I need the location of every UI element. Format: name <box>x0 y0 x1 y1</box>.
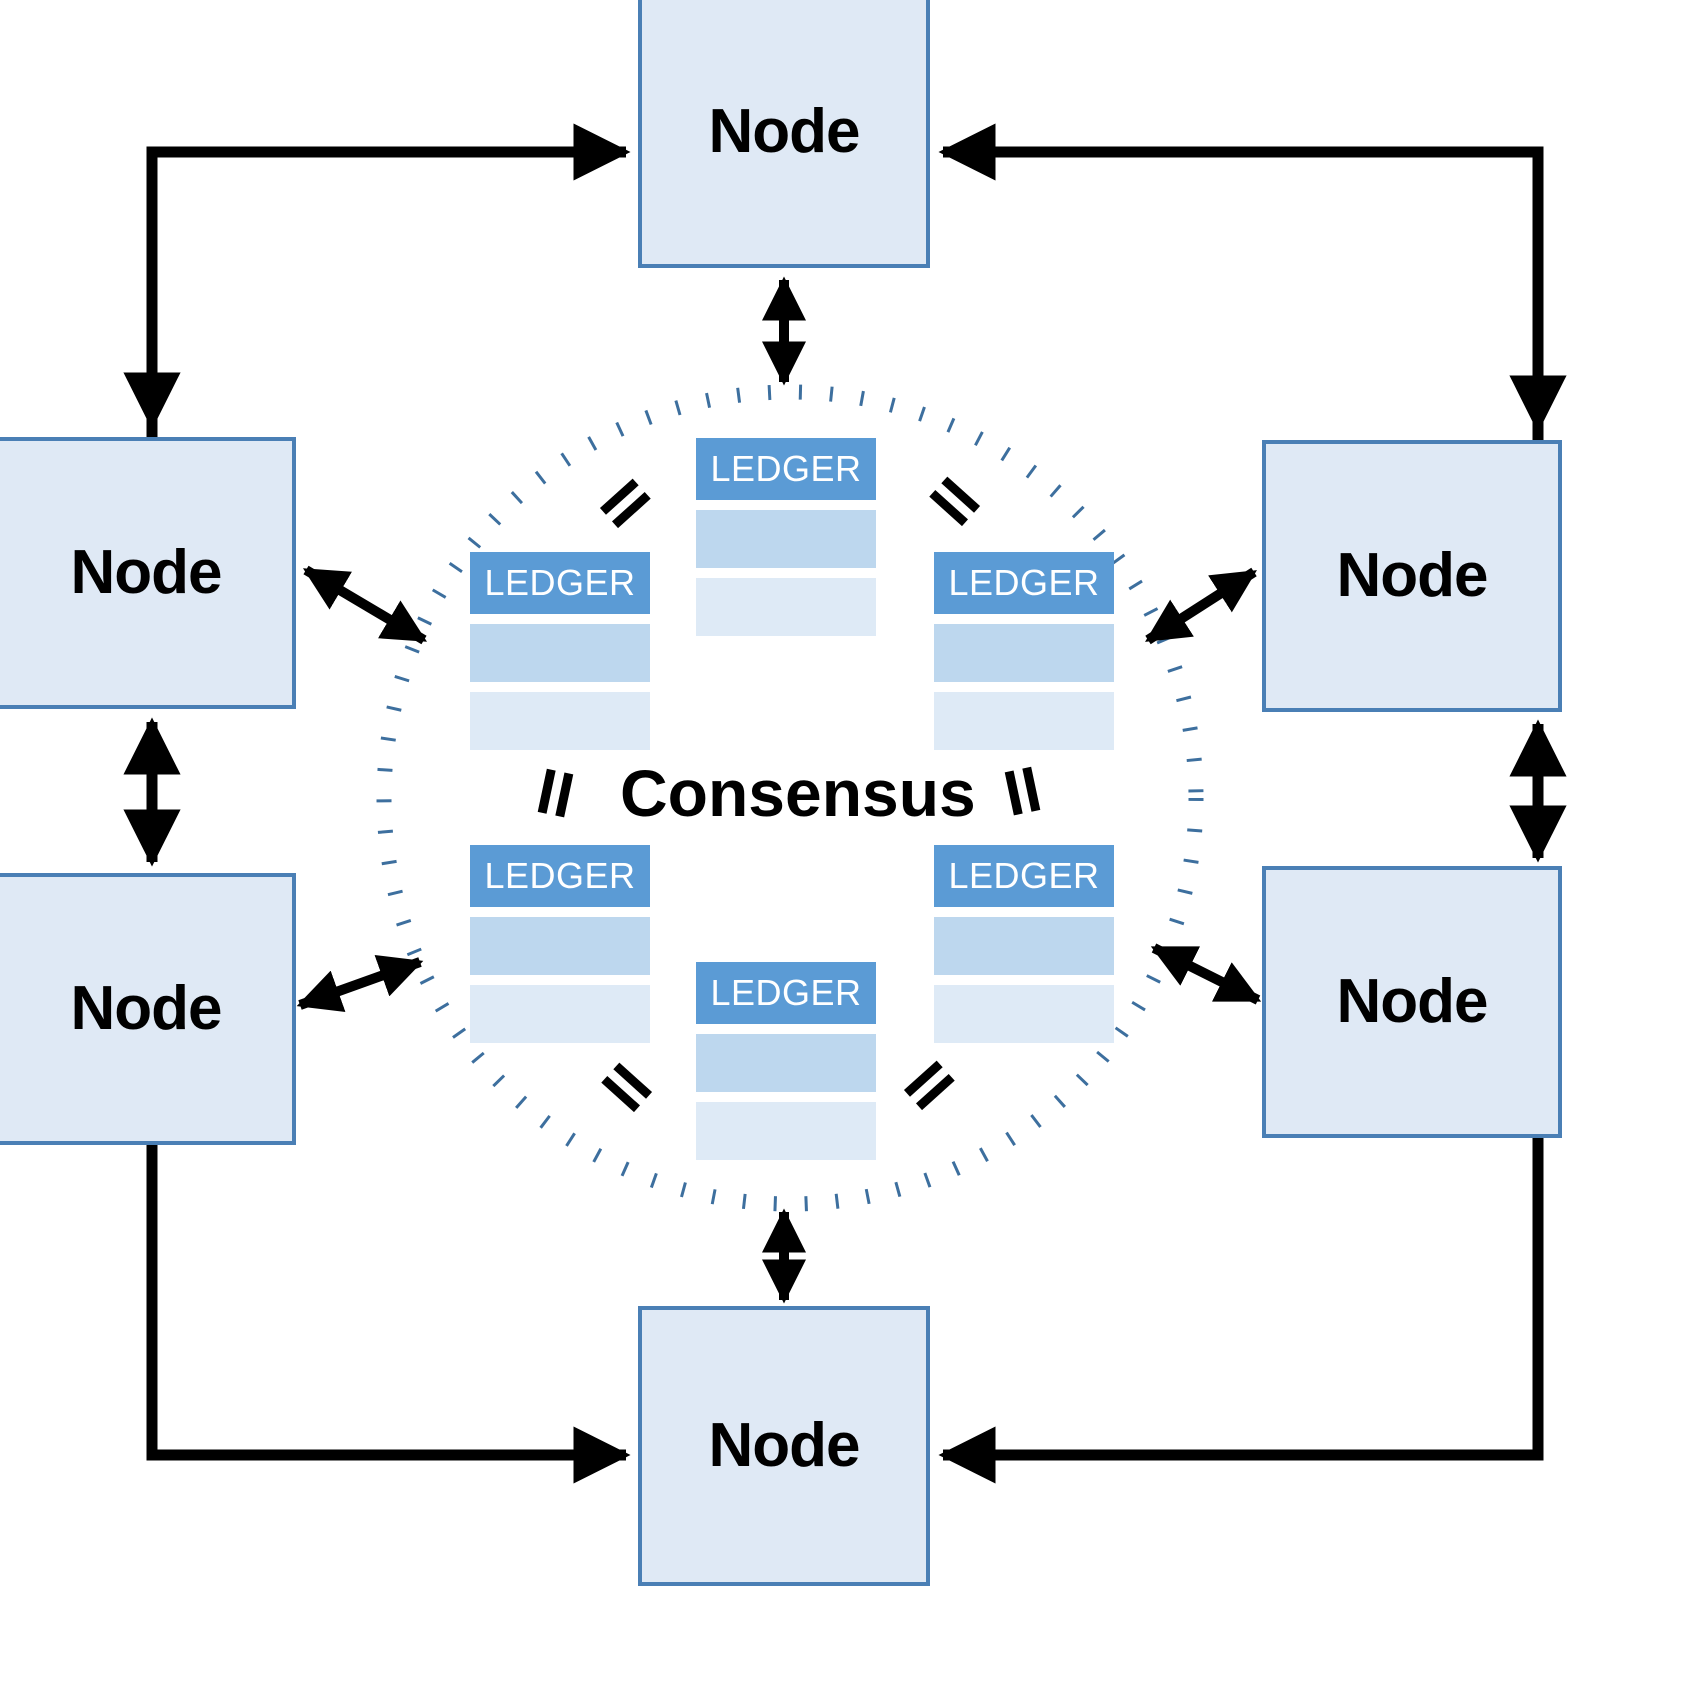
ledger-card-top[interactable]: LEDGER <box>696 438 876 636</box>
conn-right-upper-to-top <box>938 123 1567 440</box>
ledger-row <box>696 1034 876 1092</box>
ledger-header: LEDGER <box>696 962 876 1024</box>
node-top[interactable]: Node <box>638 0 930 268</box>
node-right-lower[interactable]: Node <box>1262 866 1562 1138</box>
conn-right-upper-consensus <box>1145 567 1257 645</box>
node-left-lower[interactable]: Node <box>0 873 296 1145</box>
equals-icon-mid-right <box>1003 766 1043 816</box>
conn-right-lower-to-bottom <box>938 1138 1544 1484</box>
node-left-upper[interactable]: Node <box>0 437 296 709</box>
node-label: Node <box>1336 541 1489 610</box>
node-label: Node <box>708 1411 861 1480</box>
node-label: Node <box>708 97 861 166</box>
ledger-header: LEDGER <box>934 845 1114 907</box>
ledger-row <box>696 578 876 636</box>
ledger-card-bottom[interactable]: LEDGER <box>696 962 876 1160</box>
conn-right-lower-consensus <box>1150 943 1262 1005</box>
node-label: Node <box>70 974 223 1043</box>
ledger-card-right-lower[interactable]: LEDGER <box>934 845 1114 1043</box>
ledger-row <box>470 624 650 682</box>
node-label: Node <box>1336 967 1489 1036</box>
ledger-row <box>470 985 650 1043</box>
ledger-row <box>934 692 1114 750</box>
conn-left-upper-consensus <box>302 565 428 645</box>
node-label: Node <box>70 538 223 607</box>
consensus-label: Consensus <box>620 756 976 830</box>
ledger-header: LEDGER <box>696 438 876 500</box>
ledger-card-right-upper[interactable]: LEDGER <box>934 552 1114 750</box>
ledger-row <box>934 624 1114 682</box>
node-right-upper[interactable]: Node <box>1262 440 1562 712</box>
ledger-row <box>696 510 876 568</box>
ledger-row <box>470 692 650 750</box>
ledger-row <box>470 917 650 975</box>
consensus-circle <box>376 384 1204 1212</box>
node-bottom[interactable]: Node <box>638 1306 930 1586</box>
ledger-header: LEDGER <box>470 845 650 907</box>
conn-left-lower-consensus <box>296 954 424 1013</box>
conn-left-lower-to-bottom <box>146 1145 631 1484</box>
ledger-card-left-lower[interactable]: LEDGER <box>470 845 650 1043</box>
ledger-row <box>934 917 1114 975</box>
ledger-header: LEDGER <box>470 552 650 614</box>
equals-icon-mid-left <box>535 768 575 818</box>
ledger-header: LEDGER <box>934 552 1114 614</box>
conn-left-upper-to-top <box>123 123 631 437</box>
ledger-row <box>696 1102 876 1160</box>
ledger-card-left-upper[interactable]: LEDGER <box>470 552 650 750</box>
ledger-row <box>934 985 1114 1043</box>
